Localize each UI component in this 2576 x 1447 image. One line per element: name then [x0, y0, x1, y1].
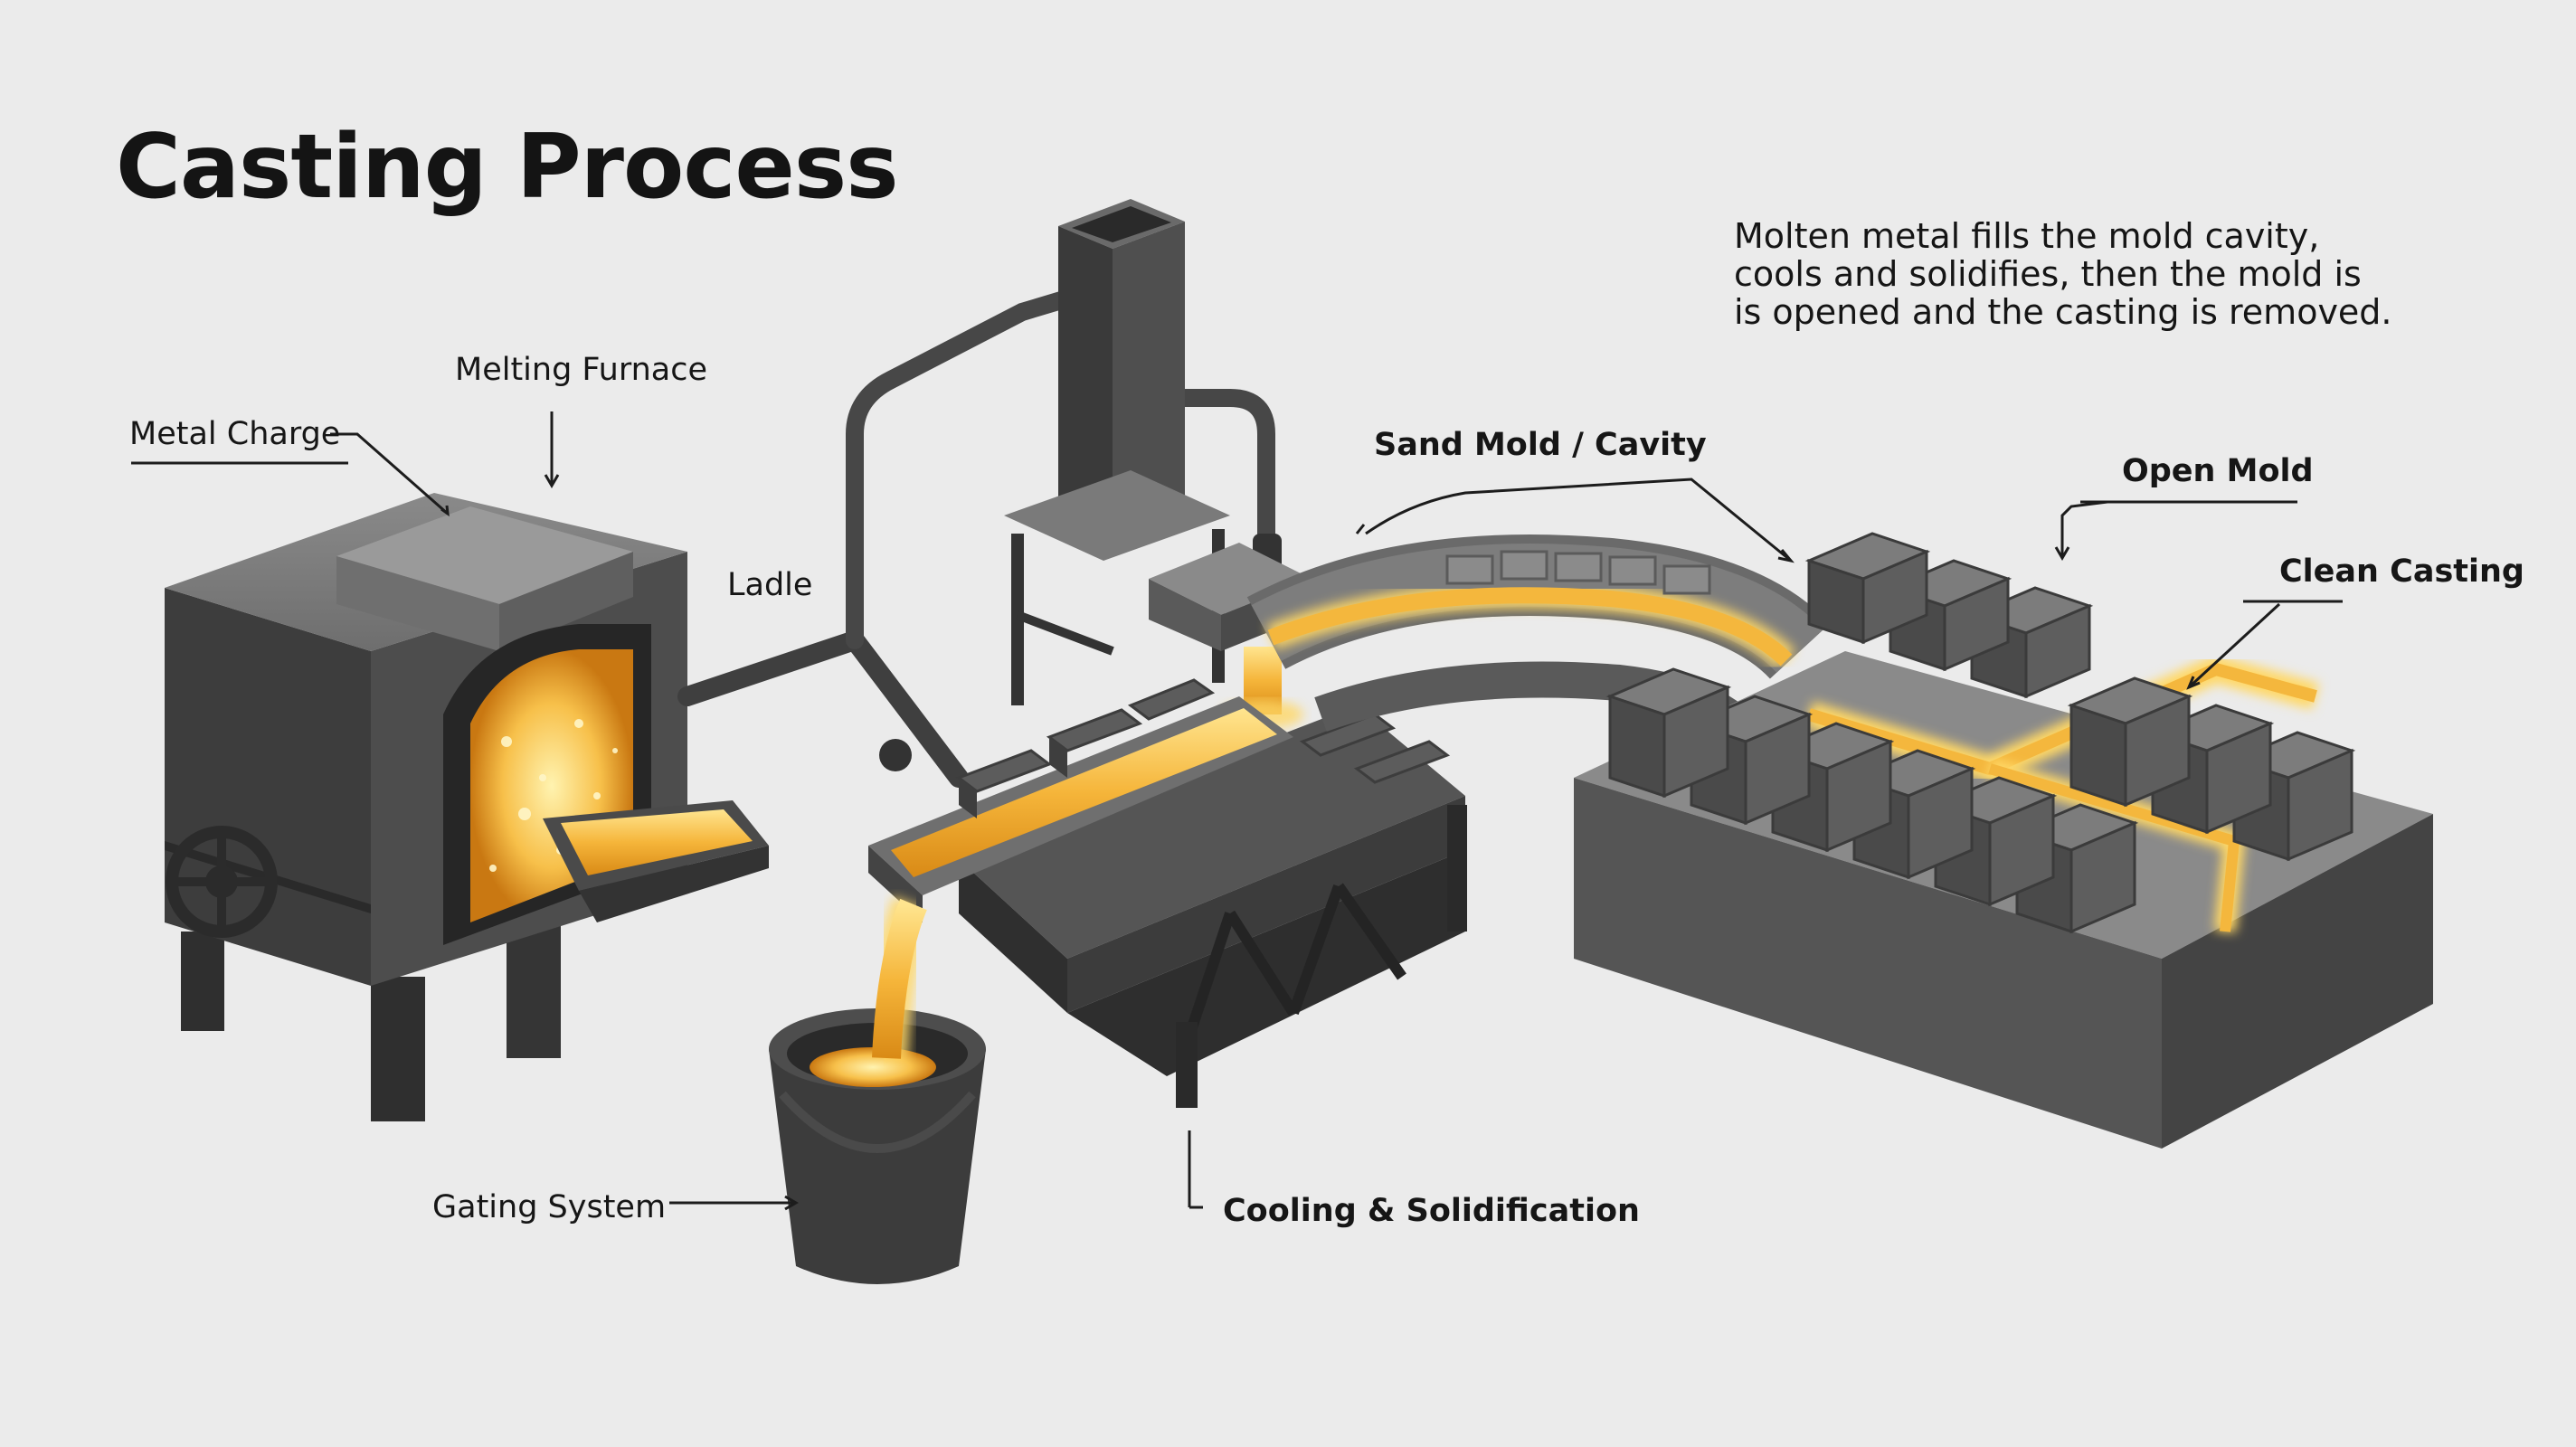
- description-line: cools and solidifies, then the mold is: [1734, 254, 2362, 294]
- label-clean-casting: Clean Casting: [2279, 553, 2524, 590]
- pipework: [677, 289, 1282, 788]
- label-sand-mold-cavity: Sand Mold / Cavity: [1374, 427, 1707, 463]
- label-ladle: Ladle: [727, 567, 813, 603]
- description-line: Molten metal fills the mold cavity,: [1734, 216, 2320, 256]
- gating-tower: [1004, 199, 1312, 729]
- label-melting-furnace: Melting Furnace: [455, 352, 708, 388]
- cooling-table: [868, 678, 1467, 1108]
- process-description: Molten metal fills the mold cavity, cool…: [1734, 217, 2392, 331]
- melting-furnace: [165, 493, 769, 1121]
- label-gating-system: Gating System: [432, 1189, 667, 1225]
- label-cooling-solidification: Cooling & Solidification: [1223, 1193, 1640, 1229]
- ladle-bucket: [769, 895, 986, 1284]
- leader-lines: [131, 411, 2343, 1211]
- label-open-mold: Open Mold: [2122, 453, 2314, 489]
- label-metal-charge: Metal Charge: [129, 416, 341, 452]
- sand-mold-cavity: [1246, 534, 1831, 738]
- description-line: is opened and the casting is removed.: [1734, 292, 2392, 332]
- casting-blocks: [1605, 532, 2356, 934]
- page-title: Casting Process: [116, 116, 899, 219]
